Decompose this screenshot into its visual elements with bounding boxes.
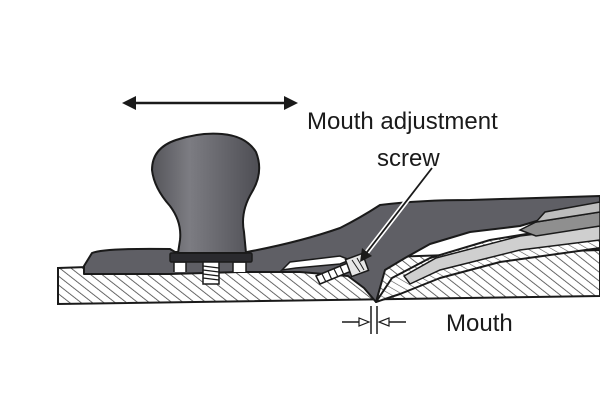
- mouth-adjustment-label: Mouth adjustment: [307, 108, 498, 135]
- mouth-label: Mouth: [446, 310, 513, 337]
- plane-blade: [375, 201, 600, 303]
- knob-screw: [202, 261, 220, 285]
- pointer-arrow-icon: [360, 166, 434, 262]
- inward-arrows-icon: [342, 306, 406, 334]
- double-headed-arrow-icon: [122, 96, 298, 110]
- mouth-adjustment-screw: [314, 252, 370, 285]
- front-knob: [151, 132, 261, 254]
- knob-base: [169, 252, 253, 263]
- screw-label: screw: [377, 145, 440, 172]
- plane-body: [83, 195, 600, 303]
